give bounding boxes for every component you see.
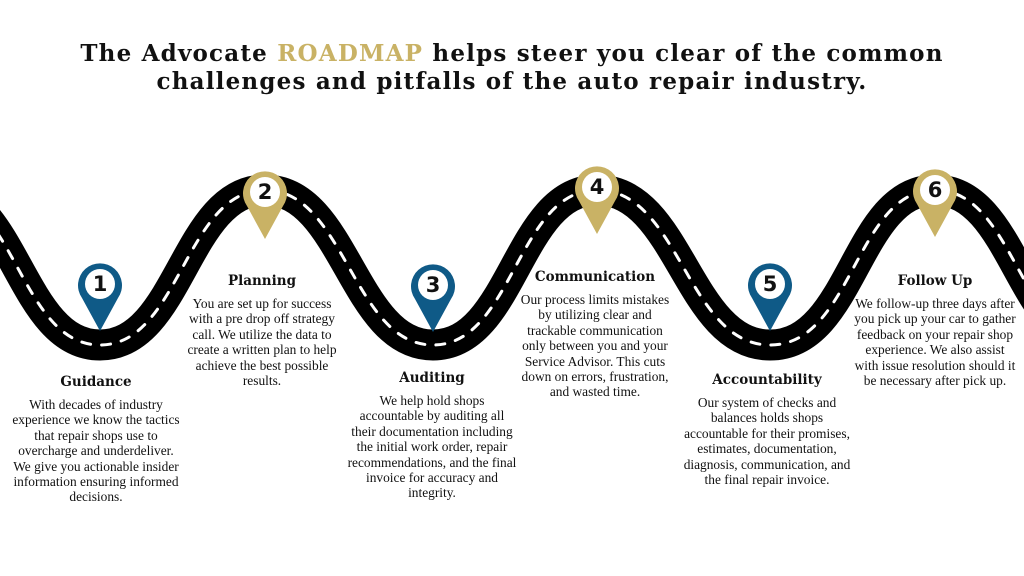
headline-text: helps steer you clear of the common bbox=[423, 40, 944, 67]
map-pin-5-icon: 5 bbox=[747, 261, 793, 331]
step-number: 3 bbox=[425, 273, 441, 297]
step-description: You are set up for success with a pre dr… bbox=[187, 296, 337, 389]
road-center-dashes bbox=[0, 188, 1024, 347]
map-pin-3-icon: 3 bbox=[410, 262, 456, 332]
roadmap-highlight: ROADMAP bbox=[277, 40, 424, 67]
step-description: Our system of checks and balances holds … bbox=[683, 395, 851, 488]
step-number: 5 bbox=[762, 272, 778, 296]
step-description: We follow-up three days after you pick u… bbox=[854, 296, 1016, 389]
step-number: 2 bbox=[257, 180, 273, 204]
headline-line-1: The Advocate ROADMAP helps steer you cle… bbox=[0, 40, 1024, 68]
headline: The Advocate ROADMAP helps steer you cle… bbox=[0, 40, 1024, 96]
step-title: Accountability bbox=[712, 372, 822, 388]
step-title: Guidance bbox=[60, 374, 132, 390]
step-3: Auditing We help hold shops accountable b… bbox=[347, 370, 517, 501]
step-description: We help hold shops accountable by auditi… bbox=[347, 393, 517, 501]
map-pin-2-icon: 2 bbox=[242, 169, 288, 239]
step-title: Follow Up bbox=[897, 273, 973, 289]
step-title: Communication bbox=[534, 269, 656, 285]
step-title: Auditing bbox=[399, 370, 465, 386]
step-6: Follow Up We follow-up three days after y… bbox=[853, 273, 1018, 388]
step-number: 1 bbox=[92, 272, 108, 296]
step-description: With decades of industry experience we k… bbox=[12, 397, 180, 505]
map-pin-4-icon: 4 bbox=[574, 164, 620, 234]
headline-line-2: challenges and pitfalls of the auto repa… bbox=[156, 68, 868, 95]
map-pin-6-icon: 6 bbox=[912, 167, 958, 237]
headline-text: The Advocate bbox=[80, 40, 278, 67]
step-description: Our process limits mistakes by utilizing… bbox=[520, 292, 670, 400]
step-number: 6 bbox=[927, 178, 943, 202]
map-pin-1-icon: 1 bbox=[77, 261, 123, 331]
step-title: Planning bbox=[227, 273, 297, 289]
step-number: 4 bbox=[589, 175, 605, 199]
